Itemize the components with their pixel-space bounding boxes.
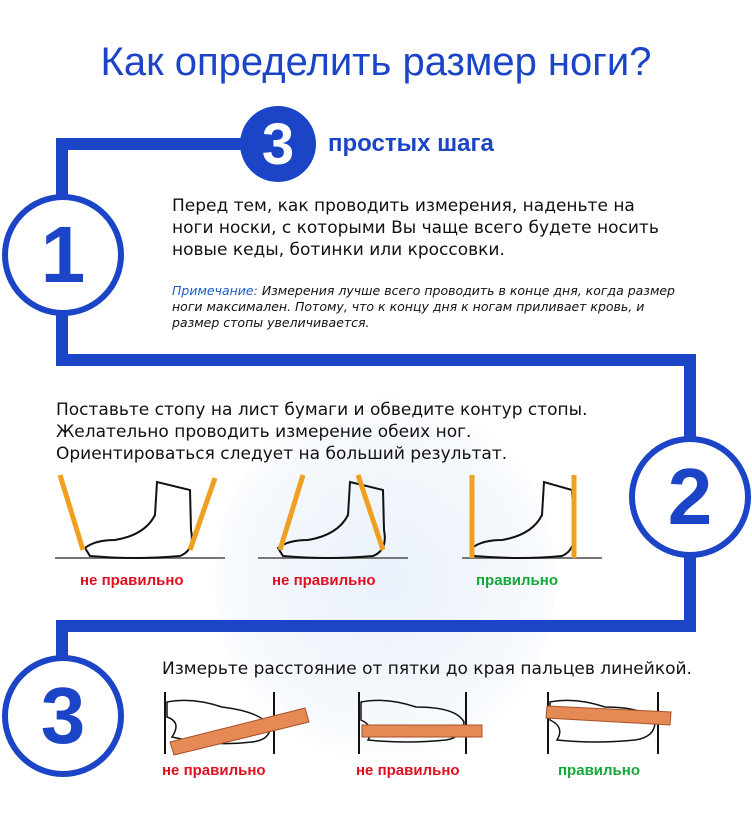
- step-3-badge: 3: [2, 655, 124, 777]
- step-1-text: Перед тем, как проводить измерения, наде…: [172, 196, 659, 260]
- connector-line: [56, 138, 281, 150]
- step-2-badge: 2: [629, 436, 751, 558]
- step-3-number: 3: [40, 671, 86, 760]
- subtitle: простых шага: [328, 130, 494, 157]
- step-2-verdict-2: не правильно: [272, 572, 376, 589]
- foot-outline-correct-vertical: [462, 475, 602, 559]
- ruler-correct: [545, 692, 672, 754]
- connector-line: [56, 354, 696, 366]
- step-1-note: Примечание: Измерения лучше всего провод…: [172, 283, 692, 331]
- connector-line: [56, 620, 696, 632]
- step-2-verdict-1: не правильно: [80, 572, 184, 589]
- step-2-number: 2: [667, 452, 713, 541]
- step-3-verdict-1: не правильно: [162, 762, 266, 779]
- foot-outline-wrong-tilted-in: [258, 474, 408, 559]
- step-2-text: Поставьте стопу на лист бумаги и обведит…: [56, 400, 588, 464]
- step-2-verdict-3: правильно: [476, 572, 558, 589]
- step-3-text: Измерьте расстояние от пятки до края пал…: [162, 659, 692, 679]
- step-3-verdict-3: правильно: [558, 762, 640, 779]
- watermark-logo: [215, 390, 555, 770]
- step-1-number: 1: [40, 210, 86, 299]
- header-number-badge: 3: [240, 106, 316, 182]
- ruler-wrong-offset: [358, 692, 483, 754]
- note-text: Измерения лучше всего проводить в конце …: [172, 283, 675, 330]
- ruler-wrong-diagonal: [164, 692, 310, 756]
- step-3-verdict-2: не правильно: [356, 762, 460, 779]
- header-number: 3: [261, 111, 295, 177]
- note-label: Примечание:: [172, 283, 258, 298]
- foot-outline-wrong-tilted-out: [55, 474, 225, 559]
- page-title: Как определить размер ноги?: [100, 40, 652, 84]
- step-1-badge: 1: [2, 194, 124, 316]
